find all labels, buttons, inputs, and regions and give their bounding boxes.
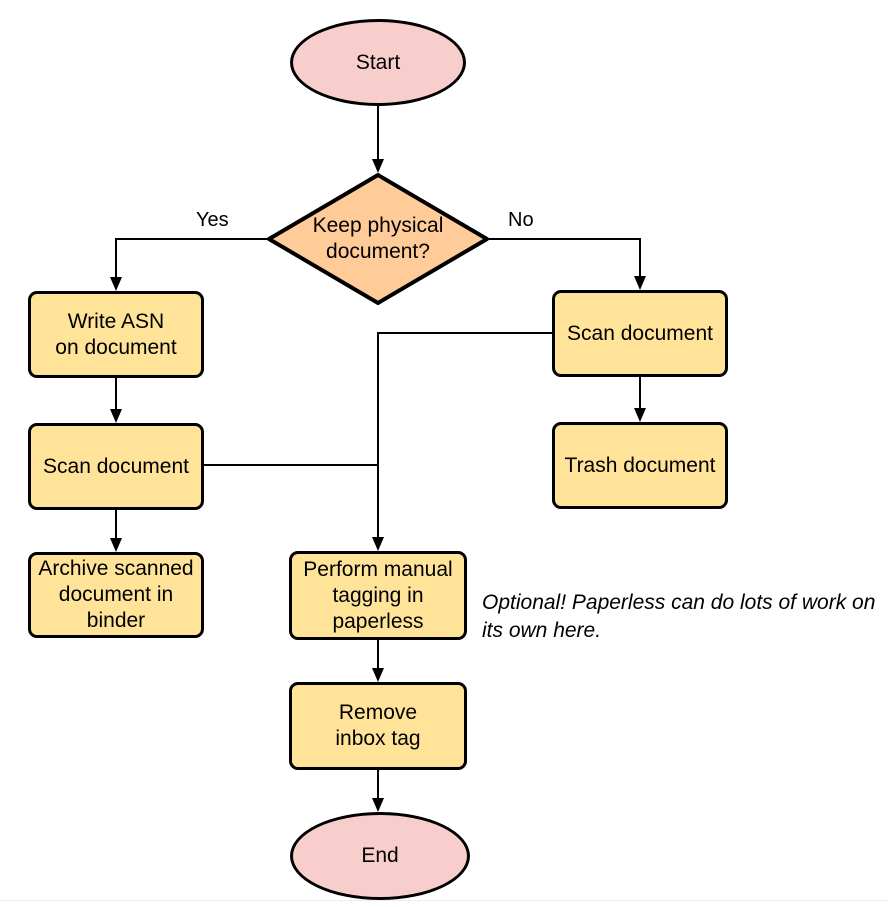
edge-label-no: No [508, 209, 534, 231]
edge-write-asn-scan-left [110, 378, 122, 423]
node-end: End [290, 812, 470, 900]
page-bottom-divider [0, 900, 888, 901]
decision-diamond-shape [267, 173, 489, 305]
node-manual-tagging: Perform manual tagging in paperless [289, 551, 467, 640]
node-scan-document-right: Scan document [552, 290, 728, 377]
node-archive-binder: Archive scanned document in binder [28, 552, 204, 638]
edge-scan-right-trash [634, 377, 646, 422]
edge-decision-write-asn-yes [110, 238, 269, 291]
edge-decision-scan-right-no [487, 238, 646, 290]
edge-label-yes: Yes [196, 209, 229, 231]
edge-scan-left-archive [110, 510, 122, 552]
edge-start-decision [372, 106, 384, 173]
node-write-asn: Write ASN on document [28, 291, 204, 378]
node-trash-document: Trash document [552, 422, 728, 509]
node-scan-document-left: Scan document [28, 423, 204, 510]
note-optional-paperless: Optional! Paperless can do lots of work … [482, 591, 876, 642]
node-decision-label: Keep physical document? [312, 214, 444, 263]
node-remove-inbox-tag: Remove inbox tag [289, 682, 467, 770]
edge-scan-right-tagging [372, 332, 552, 551]
edge-tagging-remove [372, 640, 384, 682]
edge-remove-end [372, 770, 384, 812]
node-start: Start [290, 19, 466, 106]
